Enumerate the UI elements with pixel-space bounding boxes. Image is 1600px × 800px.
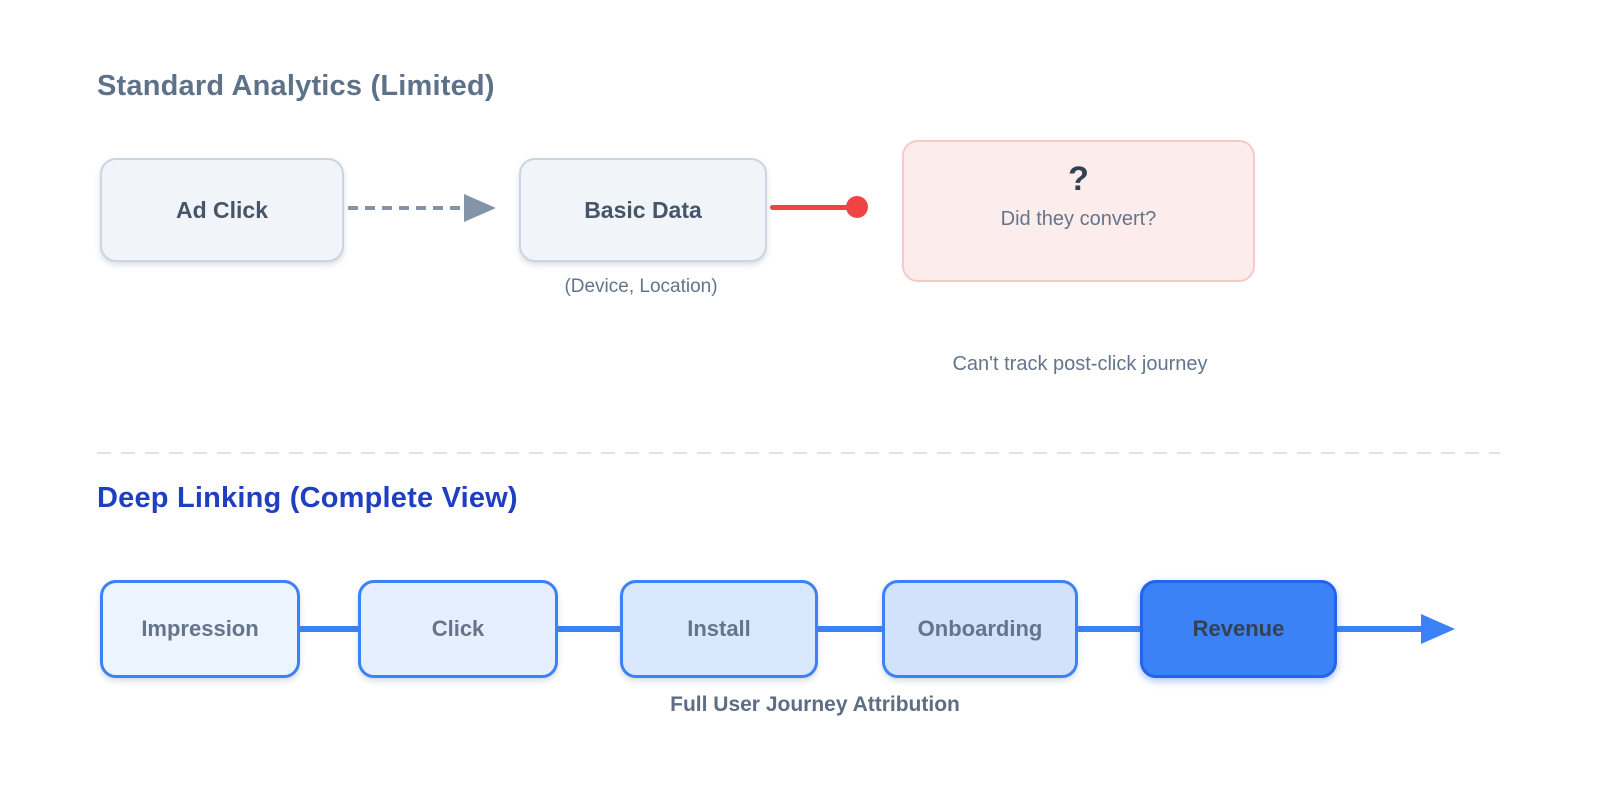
step-node-impression: Impression <box>100 580 300 678</box>
step-label-revenue: Revenue <box>1192 616 1285 641</box>
conversion-question-label: Did they convert? <box>1000 207 1157 230</box>
step-node-click: Click <box>358 580 558 678</box>
step-label-click: Click <box>431 616 485 641</box>
basic-data-label: Basic Data <box>584 196 702 223</box>
deep-linking-title: Deep Linking (Complete View) <box>97 482 518 514</box>
deep-linking-caption: Full User Journey Attribution <box>670 693 960 716</box>
step-label-onboarding: Onboarding <box>917 616 1043 641</box>
ad-click-label: Ad Click <box>175 196 269 223</box>
question-mark-icon: ? <box>1068 160 1089 198</box>
dashed-arrow-line <box>348 206 466 210</box>
ad-click-node: Ad Click <box>100 158 344 262</box>
journey-arrow-head-icon <box>1421 614 1455 644</box>
step-node-revenue: Revenue <box>1140 580 1337 678</box>
step-label-impression: Impression <box>141 616 259 641</box>
basic-data-node: Basic Data <box>519 158 767 262</box>
dashed-arrow-head-icon <box>464 194 496 222</box>
broken-link-line <box>770 205 850 210</box>
standard-analytics-title: Standard Analytics (Limited) <box>97 70 495 102</box>
step-label-install: Install <box>687 616 751 641</box>
step-node-onboarding: Onboarding <box>882 580 1078 678</box>
section-divider <box>97 452 1500 454</box>
broken-link-dot-icon <box>846 196 868 218</box>
basic-data-sublabel: (Device, Location) <box>564 276 718 297</box>
step-node-install: Install <box>620 580 818 678</box>
conversion-question-node: ? Did they convert? <box>902 140 1255 282</box>
standard-analytics-caption: Can't track post-click journey <box>952 353 1208 375</box>
